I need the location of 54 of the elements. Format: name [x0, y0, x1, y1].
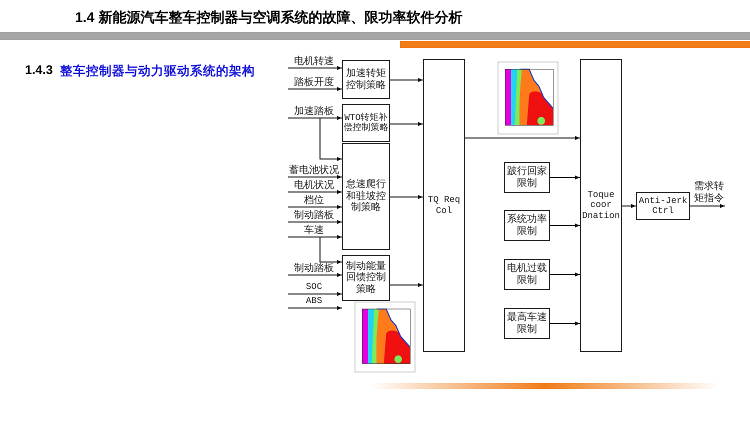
arrow: [464, 136, 580, 140]
arrow: [690, 204, 726, 208]
box-label: TQ Req Col: [426, 195, 462, 216]
arrow: [288, 66, 342, 70]
signal-label: 车速: [304, 224, 324, 236]
arrow: [390, 283, 424, 287]
box-label: 系统功率限制: [506, 214, 548, 237]
arrow: [288, 175, 342, 179]
arrow: [550, 224, 580, 228]
signal-label: 档位: [304, 194, 324, 206]
box-label: 制动能量回馈控制策略: [345, 260, 387, 296]
arrow: [288, 236, 342, 264]
arrow: [288, 118, 342, 161]
arrow: [288, 87, 342, 91]
signal-label: ABS: [306, 296, 322, 307]
signal-label: 电机状况: [294, 180, 334, 192]
box-label: 电机过载限制: [506, 263, 548, 286]
arrow: [288, 205, 342, 209]
arrow: [288, 306, 342, 310]
arrow: [288, 190, 342, 194]
arrow: [288, 292, 342, 296]
signal-label: 制动踏板: [294, 210, 334, 222]
box-label: 跛行回家限制: [506, 166, 548, 189]
signal-label: 加速踏板: [294, 106, 334, 118]
section-heading: 整车控制器与动力驱动系统的架构: [60, 63, 255, 80]
edge-label: 需求转矩指令: [693, 181, 725, 204]
process-box: [342, 143, 390, 250]
box-label: Toque coor Dnation: [581, 190, 621, 222]
process-box: [342, 60, 390, 99]
process-box: [342, 255, 390, 301]
arrow: [390, 122, 424, 126]
process-box: [580, 59, 622, 352]
process-box: [342, 104, 390, 142]
box-label: 最高车速限制: [506, 312, 548, 335]
arrow: [288, 220, 342, 224]
signal-label: 制动踏板: [294, 262, 334, 274]
box-label: 加速转矩控制策略: [345, 68, 387, 91]
arrow: [288, 273, 342, 277]
signal-label: 电机转速: [294, 56, 334, 68]
signal-label: 蓄电池状况: [289, 164, 339, 176]
signal-label: SOC: [306, 282, 322, 293]
process-box: [423, 59, 465, 352]
box-label: 怠速爬行和驻坡控制策略: [345, 179, 387, 214]
arrow: [550, 176, 580, 180]
slide-title: 1.4 新能源汽车整车控制器与空调系统的故障、限功率软件分析: [75, 9, 462, 27]
arrow: [550, 322, 580, 326]
arrow: [622, 204, 636, 208]
box-label: Anti-Jerk Ctrl: [638, 196, 688, 216]
arrow: [390, 195, 424, 199]
box-label: WTO转矩补偿控制策略: [343, 112, 389, 134]
signal-label: 踏板开度: [294, 76, 334, 88]
section-heading: 1.4.3: [25, 63, 53, 77]
arrow: [550, 272, 580, 276]
arrow: [390, 78, 424, 82]
